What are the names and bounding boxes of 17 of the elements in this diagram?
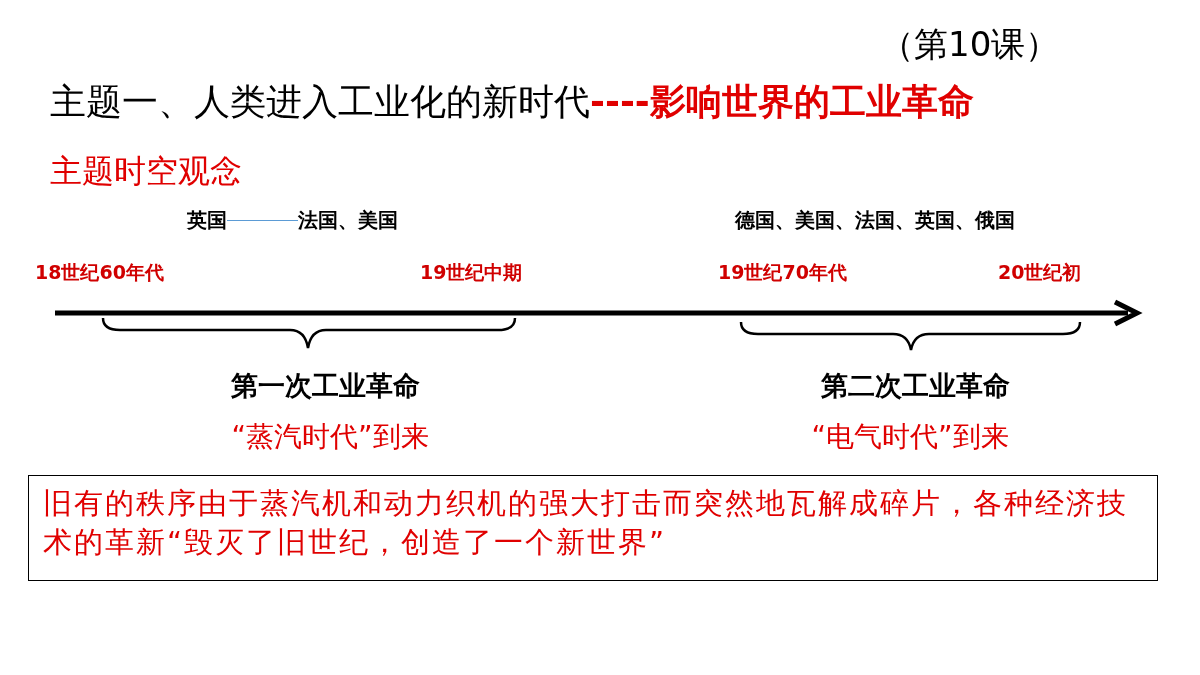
country-label: 德国、美国、法国、英国、俄国 — [735, 207, 1015, 234]
lesson-number: （第10课） — [880, 23, 1060, 66]
country-label: 法国、美国 — [298, 207, 398, 234]
slide-subtitle: ----影响世界的工业革命 — [590, 81, 974, 122]
period-caption: “蒸汽时代”到来 — [231, 419, 429, 455]
quote-box: 旧有的秩序由于蒸汽机和动力织机的强大打击而突然地瓦解成碎片，各种经济技术的革新“毁灭了旧世纪，创造了一个新世界” — [28, 475, 1158, 581]
connector-line — [226, 220, 299, 221]
country-label: 英国 — [187, 207, 227, 234]
period-heading: 第二次工业革命 — [820, 369, 1010, 403]
period-heading: 第一次工业革命 — [230, 369, 420, 403]
date-label: 19世纪中期 — [420, 260, 523, 285]
date-label: 18世纪60年代 — [35, 260, 164, 285]
slide-title: 主题一、人类进入工业化的新时代 — [50, 81, 590, 122]
section-heading: 主题时空观念 — [50, 151, 242, 192]
date-label: 20世纪初 — [998, 260, 1082, 285]
date-label: 19世纪70年代 — [718, 260, 847, 285]
period-caption: “电气时代”到来 — [811, 419, 1009, 455]
